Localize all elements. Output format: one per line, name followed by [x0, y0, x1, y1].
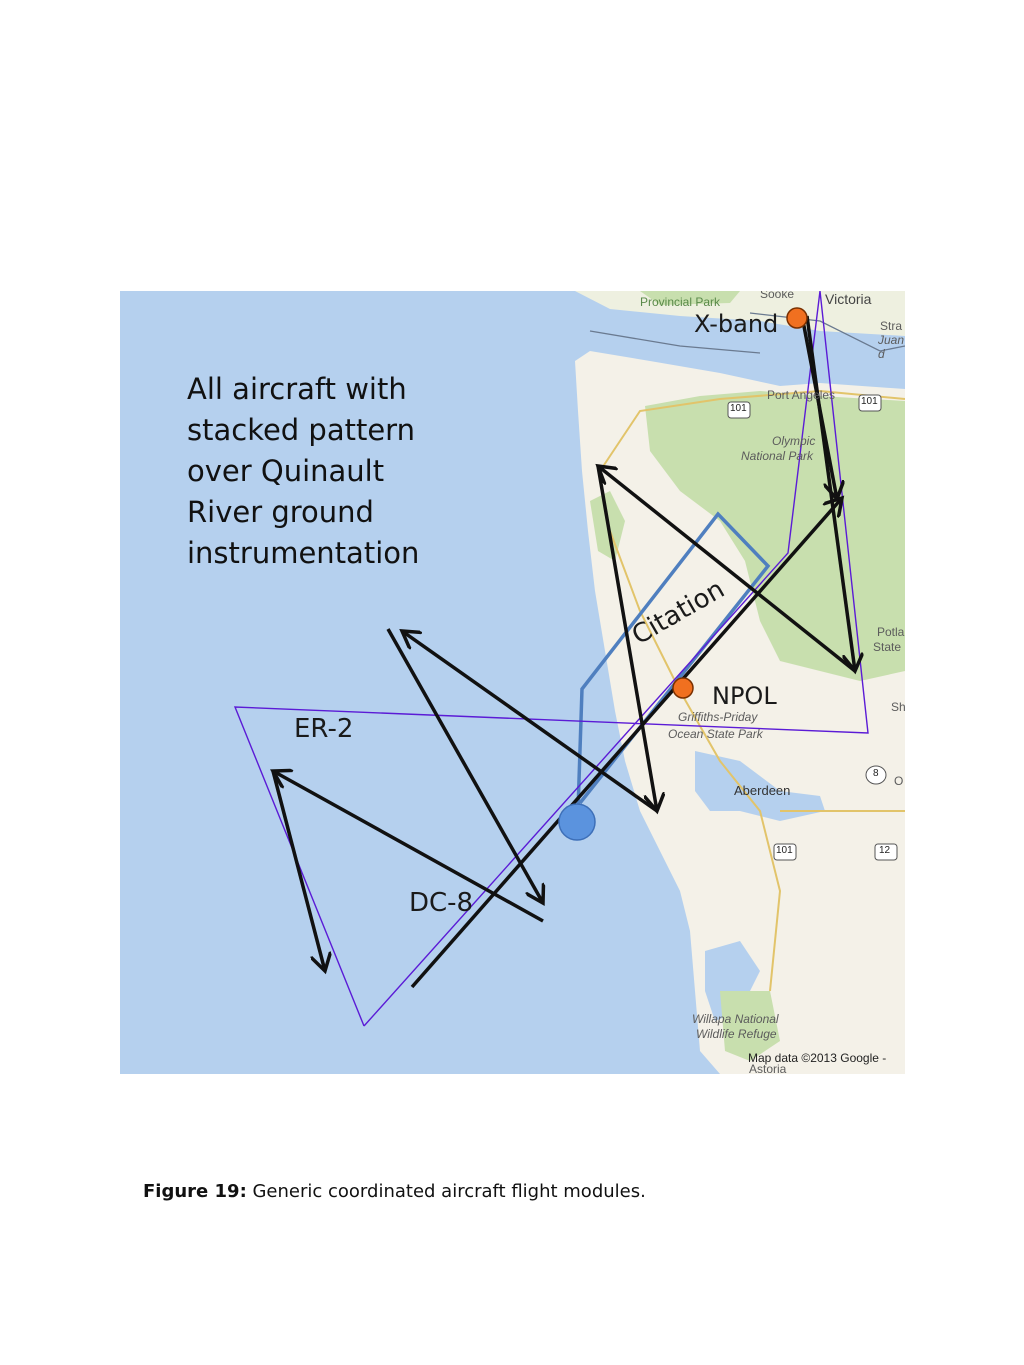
dc8-leg-3: [596, 465, 657, 811]
map-attribution: Map data ©2013 Google -: [748, 1051, 887, 1065]
olympic-national-forest: [645, 391, 905, 681]
dc8-leg-7: [271, 770, 325, 971]
provincial-park-forest: [640, 291, 740, 305]
highway-shields: [727, 394, 898, 861]
highway-101-north: [599, 389, 905, 472]
dc8-leg-xband-b: [801, 320, 837, 499]
place-aberdeen: Aberdeen: [734, 783, 791, 798]
place-provincial-park: Provincial Park: [640, 295, 721, 309]
shield-12: 12: [879, 845, 891, 856]
dc8-leg-1: [410, 498, 842, 989]
place-willapa-2: Wildlife Refuge: [696, 1027, 777, 1041]
shield-8: 8: [873, 768, 879, 779]
dc8-label: DC-8: [409, 888, 474, 918]
place-port-angeles: Port Angeles: [767, 388, 836, 402]
place-sh: Sh: [891, 700, 905, 714]
shield-101-b: 101: [861, 396, 878, 407]
place-astoria: Astoria: [749, 1062, 787, 1074]
willapa-refuge-forest: [720, 991, 780, 1061]
willapa-bay: [705, 941, 760, 1021]
place-juan: Juan d: [878, 333, 905, 361]
place-olympic-1: Olympic: [772, 434, 816, 448]
place-griffiths-2: Ocean State Park: [668, 727, 763, 741]
pattern-note: All aircraft with stacked pattern over Q…: [187, 372, 420, 570]
place-sooke: Sooke: [760, 291, 795, 301]
shield-101-a: 101: [730, 403, 747, 414]
dc8-leg-6: [273, 771, 544, 923]
xband-label: X-band: [694, 310, 779, 338]
place-stra: Stra: [880, 319, 903, 333]
xband-site-marker: [786, 307, 808, 329]
figure-caption-label: Figure 19:: [143, 1181, 247, 1202]
place-griffiths-1: Griffiths-Priday: [678, 710, 758, 724]
npol-site-marker: [672, 677, 694, 699]
figure-caption: Figure 19: Generic coordinated aircraft …: [143, 1181, 646, 1202]
figure-caption-text: Generic coordinated aircraft flight modu…: [246, 1181, 646, 1202]
international-border: [749, 312, 905, 352]
start-point-marker: [558, 803, 596, 841]
flight-module-map: All aircraft with stacked pattern over Q…: [120, 291, 905, 1074]
place-willapa-1: Willapa National: [692, 1012, 779, 1026]
place-olympic-2: National Park: [741, 449, 814, 463]
grays-harbor: [695, 751, 825, 821]
shield-101-c: 101: [776, 845, 793, 856]
dc8-track: [271, 315, 857, 989]
npol-label: NPOL: [712, 682, 777, 710]
map-graphic: [120, 291, 905, 1074]
er2-label: ER-2: [294, 714, 354, 744]
dc8-leg-5: [386, 628, 543, 903]
ferry-route: [589, 330, 761, 354]
highway-101-coast: [609, 530, 782, 992]
dc8-leg-4: [402, 631, 659, 813]
place-o: O: [894, 774, 904, 788]
place-potlatch-1: Potla: [877, 625, 905, 639]
dc8-leg-2: [598, 466, 857, 673]
place-potlatch-2: State: [873, 640, 902, 654]
place-victoria: Victoria: [825, 291, 872, 307]
